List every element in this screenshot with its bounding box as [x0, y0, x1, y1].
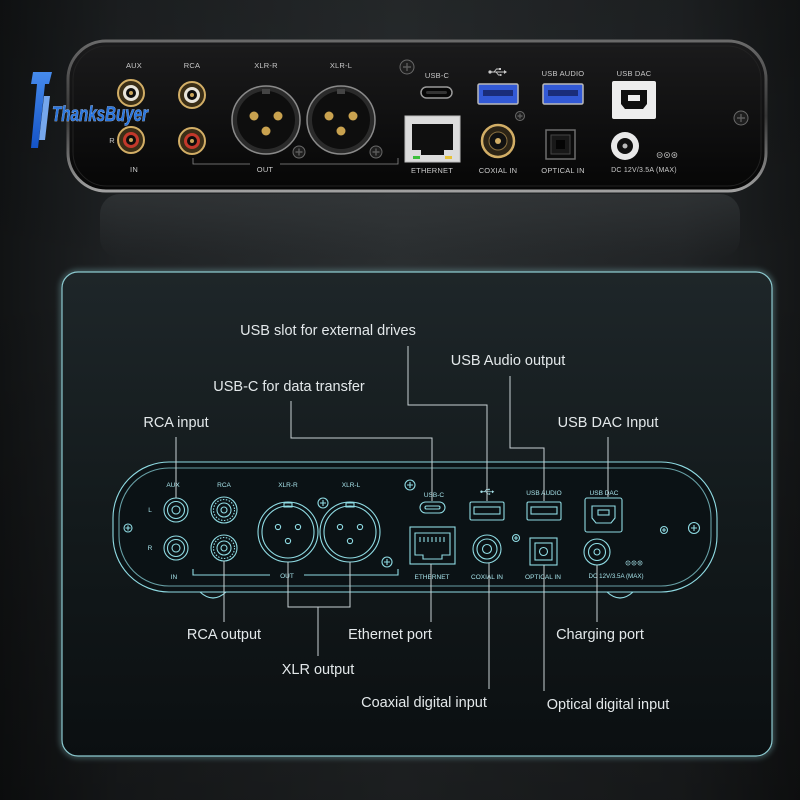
screw-icon	[292, 145, 306, 159]
diagram-label-ethernet: ETHERNET	[414, 574, 449, 581]
photo-usb-audio-port	[542, 83, 584, 105]
photo-xlr-l-connector	[306, 85, 376, 155]
diagram-label-usb-dac: USB DAC	[590, 490, 619, 497]
diagram-xlr-l-connector	[319, 501, 381, 563]
diagram-panel: AUX RCA XLR-R XLR-L USB-C USB AUDIO USB …	[60, 270, 774, 758]
photo-rca-jack-l	[178, 81, 206, 109]
callout-line-xlr	[287, 562, 351, 656]
callout-lines	[175, 346, 609, 691]
diagram-optical-port	[529, 537, 558, 566]
photo-label-dc: DC 12V/3.5A (MAX)	[611, 167, 677, 174]
photo-label-aux: AUX	[126, 61, 142, 70]
screw-icon	[659, 525, 669, 535]
watermark-text: ThanksBuyer	[52, 103, 149, 126]
callout-usb-c-data: USB-C for data transfer	[213, 379, 365, 395]
diagram-label-aux: AUX	[166, 482, 180, 489]
diagram-label-dc: DC 12V/3.5A (MAX)	[588, 573, 643, 580]
diagram-usb-a-port	[469, 501, 505, 521]
screw-icon	[317, 497, 329, 509]
photo-label-rca: RCA	[184, 61, 200, 70]
callout-usb-audio-output: USB Audio output	[451, 353, 565, 369]
callout-optical-digital-input: Optical digital input	[547, 697, 670, 713]
diagram-rca-jack-l	[210, 496, 238, 524]
photo-optical-port	[545, 129, 576, 160]
diagram-usb-c-port	[419, 501, 446, 514]
callout-charging-port: Charging port	[556, 627, 644, 643]
diagram-label-usb-c: USB-C	[424, 492, 445, 499]
photo-usb-a-port	[477, 83, 519, 105]
diagram-label-r: R	[148, 545, 153, 552]
device-reflection	[100, 194, 740, 258]
callout-rca-input: RCA input	[143, 415, 208, 431]
callout-coaxial-digital-input: Coaxial digital input	[361, 695, 487, 711]
diagram-aux-jack-l	[163, 497, 189, 523]
photo-label-optical-in: OPTICAL IN	[541, 166, 584, 175]
screw-icon	[381, 556, 393, 568]
diagram-coaxial-jack	[472, 534, 502, 564]
diagram-aux-jack-r	[163, 535, 189, 561]
photo-usb-c-port	[420, 86, 453, 99]
watermark: ThanksBuyer	[31, 72, 150, 148]
diagram-label-coaxial-in: COXIAL IN	[471, 574, 503, 581]
photo-aux-jack-r	[117, 126, 145, 154]
device-inner-edge	[72, 45, 762, 187]
screw-icon	[399, 59, 415, 75]
screw-icon	[511, 533, 521, 543]
photo-label-usb-audio: USB AUDIO	[542, 69, 585, 78]
diagram-rca-jack-r	[210, 534, 238, 562]
diagram-usb-audio-port	[526, 501, 562, 521]
callout-usb-dac-input: USB DAC Input	[558, 415, 659, 431]
photo-usb-dac-port	[612, 81, 656, 119]
watermark-logo-icon	[31, 72, 52, 148]
callout-line-usb-c	[290, 401, 433, 501]
photo-label-usb-dac: USB DAC	[617, 69, 652, 78]
callout-ethernet-port: Ethernet port	[348, 627, 432, 643]
photo-out-bracket	[192, 158, 399, 165]
photo-label-r: R	[109, 136, 115, 145]
screw-icon	[404, 479, 416, 491]
device-photo: AUX RCA XLR-R XLR-L USB-C USB AUDIO USB …	[66, 39, 768, 193]
diagram-label-out: OUT	[280, 573, 294, 580]
diagram-label-optical-in: OPTICAL IN	[525, 574, 561, 581]
photo-xlr-r-connector	[231, 85, 301, 155]
diagram-label-l: L	[148, 507, 152, 514]
diagram-usb-dac-port	[584, 497, 623, 533]
callout-rca-output: RCA output	[187, 627, 261, 643]
diagram-label-in: IN	[171, 574, 178, 581]
photo-rca-jack-r	[178, 127, 206, 155]
photo-label-in: IN	[130, 165, 138, 174]
photo-coaxial-jack	[480, 123, 516, 159]
callout-usb-external: USB slot for external drives	[240, 323, 416, 339]
diagram-ethernet-port	[409, 526, 456, 565]
diagram-label-rca: RCA	[217, 482, 231, 489]
photo-label-xlr-r: XLR-R	[254, 61, 278, 70]
diagram-dc-jack	[583, 538, 611, 566]
diagram-xlr-r-connector	[257, 501, 319, 563]
screw-icon	[515, 111, 525, 121]
photo-label-usb-c: USB-C	[425, 71, 450, 80]
diagram-foot-right	[606, 591, 634, 599]
screw-icon	[369, 145, 383, 159]
callout-xlr-output: XLR output	[282, 662, 355, 678]
diagram-label-xlr-l: XLR-L	[342, 482, 361, 489]
photo-label-xlr-l: XLR-L	[330, 61, 352, 70]
screw-icon	[123, 523, 133, 533]
photo-label-out: OUT	[257, 165, 274, 174]
photo-dc-jack	[611, 132, 639, 160]
diagram-label-xlr-r: XLR-R	[278, 482, 298, 489]
screw-icon	[733, 110, 749, 126]
callout-line-usb-external	[407, 346, 488, 501]
photo-label-coaxial-in: COXIAL IN	[479, 166, 518, 175]
photo-label-ethernet: ETHERNET	[411, 166, 453, 175]
diagram-out-bracket	[192, 569, 399, 576]
photo-ethernet-port	[404, 115, 461, 163]
screw-icon	[687, 521, 701, 535]
photo-aux-jack-l	[117, 79, 145, 107]
callout-line-usb-audio	[509, 376, 545, 501]
